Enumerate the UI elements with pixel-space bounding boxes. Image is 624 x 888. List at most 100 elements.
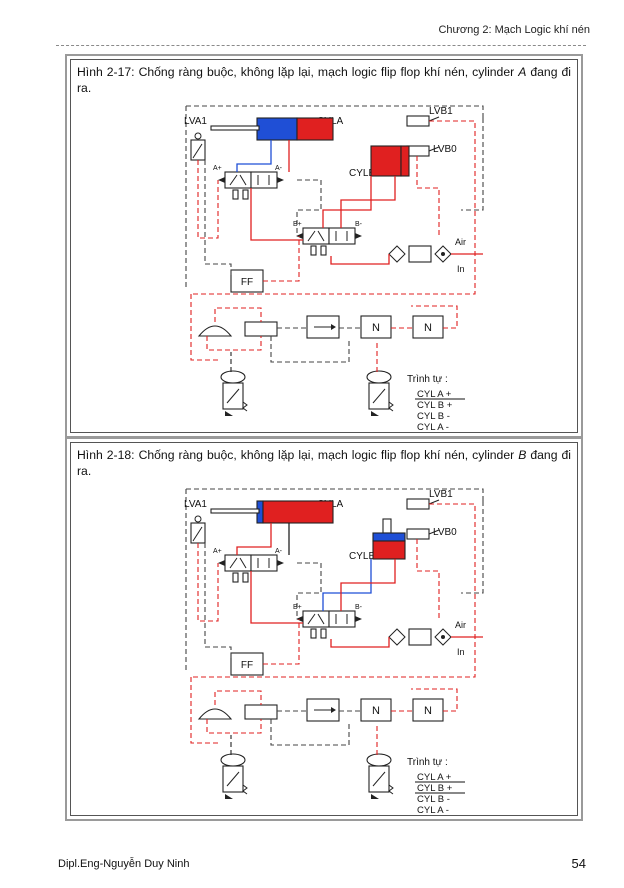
supply-line-b xyxy=(330,637,390,648)
valve-a-left-position xyxy=(224,554,252,572)
chapter-header: Chương 2: Mạch Logic khí nén xyxy=(438,24,590,36)
control-line xyxy=(204,543,232,659)
in-label: In xyxy=(457,264,465,274)
control-line-red xyxy=(416,539,440,619)
cyla-rod-chamber xyxy=(256,117,298,141)
control-line-red xyxy=(190,294,221,361)
valve-b-pilot-right xyxy=(355,616,362,622)
b-minus-label: B- xyxy=(355,221,363,228)
logic-line-red xyxy=(214,307,262,322)
valve-a-exhaust xyxy=(232,572,239,583)
footer-author: Dipl.Eng-Nguyễn Duy Ninh xyxy=(58,858,190,870)
valve-b-exhaust xyxy=(320,628,327,639)
logic-line-red xyxy=(214,690,262,705)
start-push-button-1-exhaust xyxy=(225,794,233,799)
ff-label: FF xyxy=(241,277,253,288)
valve-b-exhaust xyxy=(310,628,317,639)
control-line-red xyxy=(416,156,440,236)
sequence-step-2: CYL B + xyxy=(417,400,453,411)
lvb0-label: LVB0 xyxy=(433,144,457,155)
not-gate-1-label: N xyxy=(372,705,380,717)
valve-b-right-position xyxy=(328,227,356,245)
lubricator-dot xyxy=(441,252,445,256)
cylb-line-2 xyxy=(340,176,396,228)
sequence-step-2: CYL B + xyxy=(417,783,453,794)
valve-a-right-position xyxy=(250,171,278,189)
filter-symbol xyxy=(388,245,406,263)
lvb1-label: LVB1 xyxy=(429,489,453,500)
valve-b-arrow xyxy=(307,613,316,625)
valve-a-pilot-left xyxy=(218,177,225,183)
valve-b-arrow xyxy=(307,230,316,242)
supply-line-a xyxy=(250,188,303,241)
air-label: Air xyxy=(455,620,466,630)
control-line-red xyxy=(190,677,221,744)
valve-b-exhaust xyxy=(310,245,317,256)
control-line xyxy=(461,501,484,594)
lvb1-valve xyxy=(406,498,430,510)
lvb0-valve xyxy=(406,528,430,540)
lubricator-dot xyxy=(441,635,445,639)
valve-a-exhaust xyxy=(232,189,239,200)
a-plus-label: A+ xyxy=(213,165,222,172)
start-push-button-1-button xyxy=(220,753,246,767)
figure-caption: Hình 2-17: Chống ràng buộc, không lặp lạ… xyxy=(77,65,571,95)
cylb-rod-chamber xyxy=(372,532,406,542)
start-push-button-1-exhaust xyxy=(225,411,233,416)
figure-caption: Hình 2-18: Chống ràng buộc, không lặp lạ… xyxy=(77,448,571,478)
control-line xyxy=(461,118,484,211)
dashed-frame xyxy=(186,105,484,118)
valve-b-exhaust xyxy=(320,245,327,256)
start-push-button-2-spring xyxy=(388,784,394,795)
not-gate-2 xyxy=(412,315,444,339)
cylb-chamber xyxy=(370,145,402,177)
start-push-button-2-button xyxy=(366,370,392,384)
logic-line-red xyxy=(411,305,458,329)
not-gate-1 xyxy=(360,698,392,722)
valve-a-arrow xyxy=(229,557,238,569)
valve-b-arrow xyxy=(317,613,325,625)
regulator-symbol xyxy=(408,245,432,263)
lva1-roller xyxy=(194,515,202,523)
valve-b-left-position xyxy=(302,610,330,628)
lvb1-valve xyxy=(406,115,430,127)
start-push-button-1-button xyxy=(220,370,246,384)
cylb-line-1 xyxy=(322,176,372,228)
lvb0-label: LVB0 xyxy=(433,527,457,538)
cyla-rod-line xyxy=(236,523,272,555)
figure-border: Hình 2-17: Chống ràng buộc, không lặp lạ… xyxy=(70,59,578,433)
start-push-button-2-exhaust xyxy=(371,411,379,416)
sequence-step-4: CYL A - xyxy=(417,805,449,816)
lvb0-valve xyxy=(406,145,430,157)
or-gate xyxy=(197,325,233,337)
cyla-piston-rod xyxy=(210,125,260,131)
and-gate xyxy=(244,704,278,720)
ff-output-line xyxy=(263,619,300,665)
in-label: In xyxy=(457,647,465,657)
valve-b-right-position xyxy=(328,610,356,628)
sequence-step-4: CYL A - xyxy=(417,422,449,433)
lva1-arrow xyxy=(192,526,203,542)
time-delay-arrowhead xyxy=(331,324,336,330)
start-push-button-2-exhaust xyxy=(371,794,379,799)
valve-a-exhaust xyxy=(242,189,249,200)
cyla-piston-rod xyxy=(210,508,260,514)
ff-output-line xyxy=(263,236,300,282)
cylb-piston-rod xyxy=(382,518,392,534)
sequence-title: Trình tự : xyxy=(407,374,448,385)
cylb-cap-chamber xyxy=(372,540,406,560)
cylb-label: CYLB xyxy=(349,168,375,179)
lva1-roller xyxy=(194,132,202,140)
valve-a-arrow xyxy=(239,557,247,569)
start-push-button-2-spring xyxy=(388,401,394,412)
not-gate-1 xyxy=(360,315,392,339)
or-gate xyxy=(197,708,233,720)
a-minus-label: A- xyxy=(275,165,283,172)
a-minus-label: A- xyxy=(275,548,283,555)
not-gate-1-label: N xyxy=(372,322,380,334)
logic-line xyxy=(270,336,350,363)
start-push-button-2-button xyxy=(366,753,392,767)
start-push-button-2-arrow xyxy=(372,771,386,787)
cylb-line-1 xyxy=(322,559,372,611)
pneumatic-circuit-diagram: LVA1CYLALVB1LVB0CYLBA+A-B+B-AirInFFNNTrì… xyxy=(184,488,484,816)
